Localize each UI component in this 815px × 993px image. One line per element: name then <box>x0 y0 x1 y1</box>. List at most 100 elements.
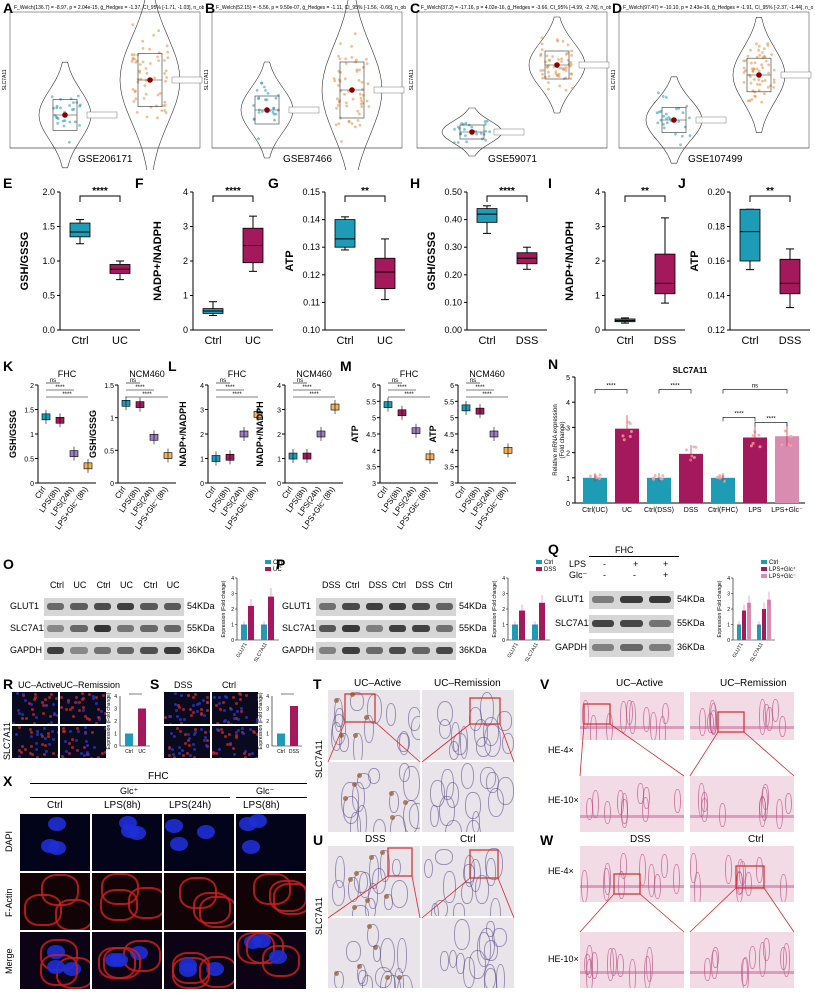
violin-point <box>359 102 363 106</box>
violin-point <box>564 66 568 70</box>
blot-band <box>412 603 430 610</box>
violin-point <box>560 60 563 63</box>
violin-point <box>141 47 145 50</box>
blot-strip <box>316 598 456 616</box>
violin-point <box>337 54 340 58</box>
panel-label-b: B <box>205 0 216 16</box>
he-w3 <box>580 932 684 988</box>
violin-point <box>561 39 565 43</box>
blot-band <box>412 647 430 654</box>
violin-point <box>551 55 554 58</box>
violin-point <box>163 59 166 62</box>
bar-point <box>684 448 688 452</box>
y-tick-label: 4 <box>450 448 454 455</box>
sig-bracket <box>79 195 121 202</box>
if-image-s1 <box>164 692 210 724</box>
if-image-x <box>92 932 162 989</box>
violin-ylabel-c: SLC7A11 <box>409 69 415 90</box>
violin-mean <box>62 112 68 118</box>
dataset-c: GSE59071 <box>488 154 537 165</box>
violin-point <box>350 45 353 48</box>
ihc-u1 <box>328 846 420 916</box>
blot-row-label: SLC7A11 <box>555 618 593 628</box>
violin-point <box>50 95 54 99</box>
violin-point <box>547 75 551 78</box>
violin-mean-label <box>171 76 203 84</box>
y-tick-label: 4 <box>502 576 505 582</box>
bar-point <box>718 476 722 480</box>
y-tick-label: 1 <box>502 623 505 629</box>
violin-point <box>59 106 62 110</box>
blot-band <box>117 647 135 654</box>
violin-point <box>453 127 456 131</box>
violin-point <box>339 42 342 45</box>
kda-label: 54KDa <box>677 594 705 604</box>
y-tick-label: 1 <box>266 732 269 738</box>
x-row-3: Merge <box>4 948 14 974</box>
violin-point <box>755 42 758 46</box>
quant-bar <box>747 602 751 640</box>
violin-point <box>130 60 134 63</box>
violin-point <box>757 78 761 82</box>
q-cell: FHC <box>615 545 634 555</box>
violin-point <box>656 121 660 125</box>
blot-band <box>117 603 135 610</box>
y-tick-label: 3 <box>502 592 505 598</box>
if-image-r4 <box>60 726 106 758</box>
violin-point <box>163 100 167 104</box>
q-cond-label: Glc⁻ <box>569 570 588 580</box>
violin-mean-label <box>373 86 405 94</box>
violin-point <box>539 69 543 72</box>
w-row-2: HE-10× <box>548 954 579 964</box>
violin-point <box>156 55 159 59</box>
ihc-u4 <box>422 918 514 988</box>
violin-point <box>749 48 752 52</box>
y-tick-label: 5.5 <box>366 399 376 406</box>
violin-point <box>344 57 348 61</box>
violin-point <box>763 79 767 82</box>
q-rule <box>589 556 679 557</box>
y-tick-label: 0.5 <box>42 291 55 301</box>
violin-point <box>351 97 355 101</box>
violin-point <box>272 106 276 110</box>
legend-label: DSS <box>544 567 556 573</box>
sig-label: **** <box>232 392 242 398</box>
he-w1 <box>580 846 684 902</box>
sig-label: **** <box>734 411 744 417</box>
violin-point <box>675 107 678 111</box>
bar-point <box>749 444 753 448</box>
violin-point <box>131 88 135 91</box>
legend-swatch <box>761 574 767 578</box>
y-label: NADP+/NADPH <box>152 221 164 301</box>
panel-label-i: I <box>548 175 552 191</box>
x-tick-label: DSS <box>516 335 539 347</box>
violin-point <box>755 67 759 71</box>
violin-point <box>138 63 142 66</box>
violin-point <box>475 132 478 136</box>
sig-label: **** <box>670 384 680 390</box>
violin-point <box>157 59 161 62</box>
violin-point <box>344 62 348 65</box>
y-tick-label: 0 <box>200 481 204 488</box>
violin-point <box>156 116 159 120</box>
x-tick-label: Ctrl(FHC) <box>708 507 738 514</box>
if-image-x <box>164 814 234 871</box>
violin-point <box>484 138 487 142</box>
blot-band <box>93 625 111 632</box>
legend-label: UC <box>273 567 282 573</box>
violin-point <box>257 111 261 114</box>
violin-point <box>148 47 152 51</box>
violin-point <box>540 36 544 40</box>
violin-ylabel-d: SLC7A11 <box>611 69 617 90</box>
violin-point <box>657 110 661 114</box>
quant-bar <box>512 624 518 640</box>
violin-point <box>679 143 682 147</box>
y-tick-label: 0 <box>277 481 281 488</box>
y-tick-label: 0 <box>30 481 34 488</box>
blot-row-label: GAPDH <box>282 645 315 655</box>
ihc-t1 <box>328 690 420 760</box>
violin-point <box>750 61 753 65</box>
violin-point <box>55 116 59 119</box>
